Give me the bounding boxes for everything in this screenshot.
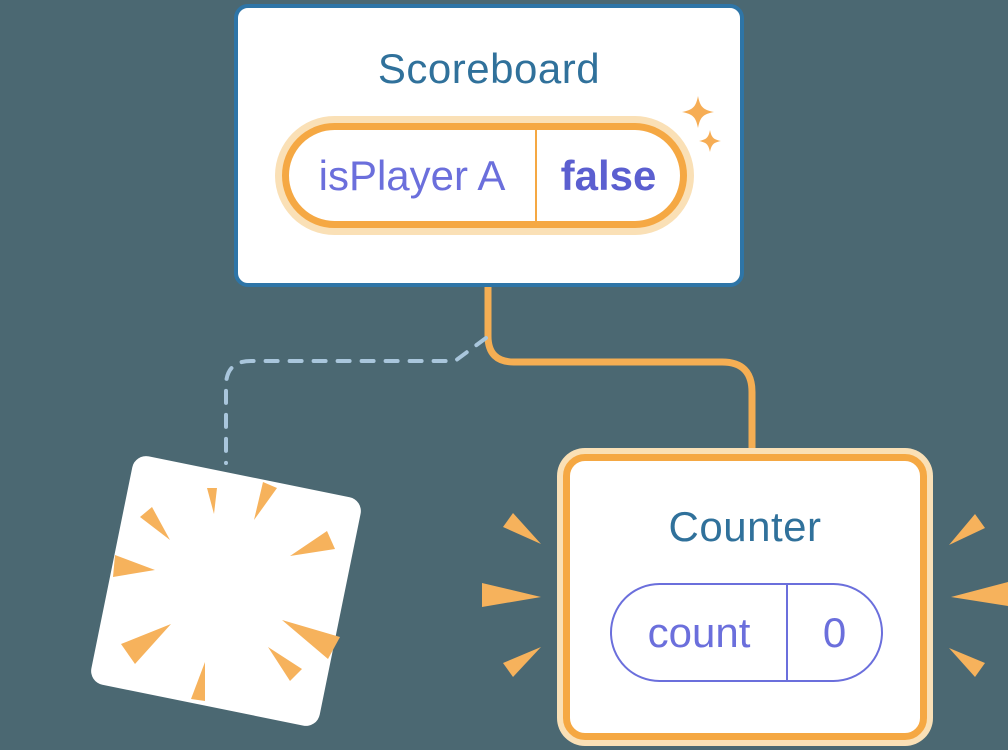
state-value-label: 0 <box>822 608 847 656</box>
counter-state-pill: count 0 <box>610 583 883 682</box>
pill-divider <box>786 585 788 680</box>
scoreboard-state-pill: isPlayer A false <box>282 123 687 228</box>
pill-divider <box>535 130 537 221</box>
emphasis-rays-icon <box>482 513 1008 677</box>
scoreboard-title: Scoreboard <box>377 45 601 92</box>
poof-icon <box>91 456 361 726</box>
connector-solid-line <box>484 287 756 458</box>
sparkle-icon <box>682 96 721 152</box>
state-name-label: count <box>647 608 751 656</box>
state-value-label: false <box>560 151 657 199</box>
scoreboard-component-card: Scoreboard isPlayer A false <box>234 4 744 287</box>
counter-title: Counter <box>668 503 822 550</box>
counter-component-card: Counter count 0 <box>563 454 927 740</box>
state-name-label: isPlayer A <box>318 151 506 199</box>
connector-dashed-line <box>224 336 488 465</box>
